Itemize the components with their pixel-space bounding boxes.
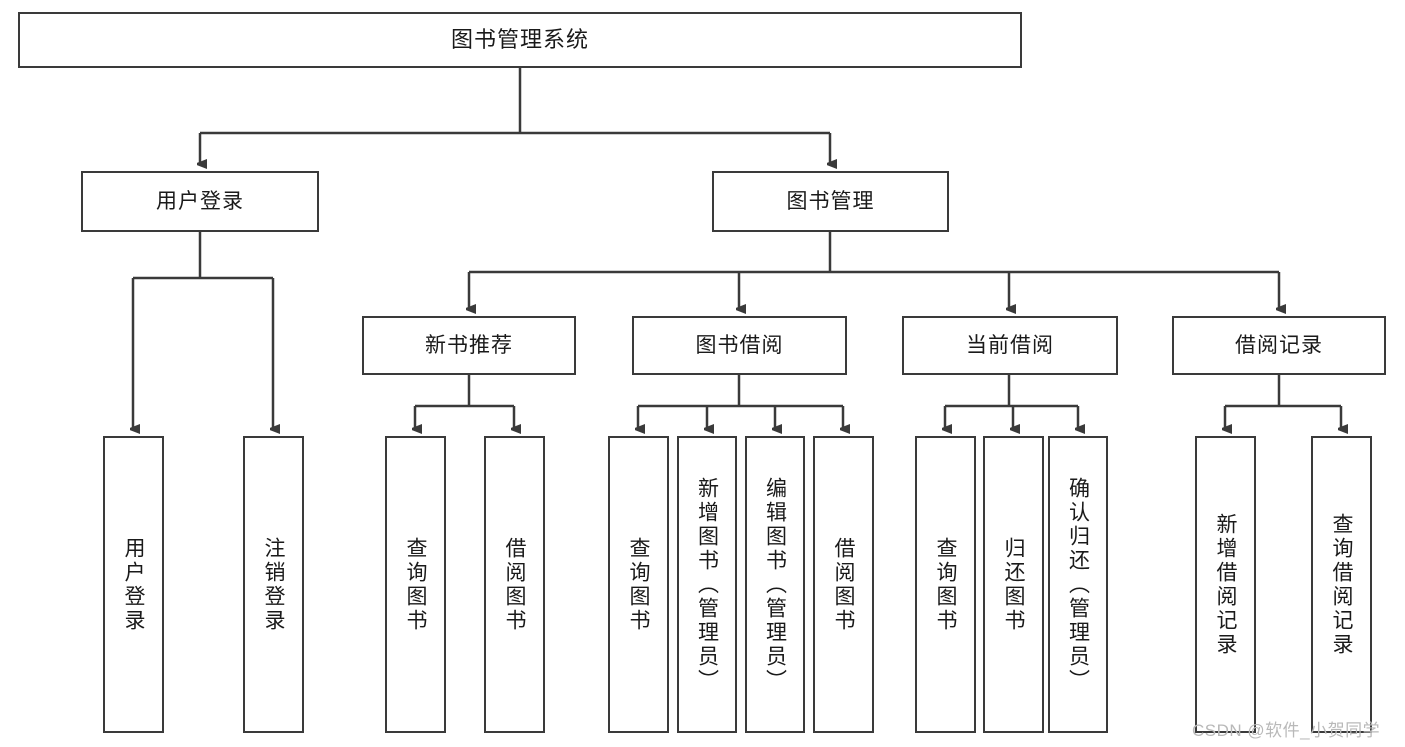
node-book-borrow[interactable]: 图书借阅 bbox=[632, 316, 847, 375]
node-leaf-edit-book[interactable]: 编辑图书（管理员） bbox=[745, 436, 805, 733]
node-leaf-query-record[interactable]: 查询借阅记录 bbox=[1311, 436, 1372, 733]
node-new-book-recommend[interactable]: 新书推荐 bbox=[362, 316, 576, 375]
node-root[interactable]: 图书管理系统 bbox=[18, 12, 1022, 68]
node-leaf-borrow-book-2[interactable]: 借阅图书 bbox=[813, 436, 874, 733]
node-current-borrow[interactable]: 当前借阅 bbox=[902, 316, 1118, 375]
node-leaf-user-login[interactable]: 用户登录 bbox=[103, 436, 164, 733]
node-leaf-add-book[interactable]: 新增图书（管理员） bbox=[677, 436, 737, 733]
node-leaf-query-book-1[interactable]: 查询图书 bbox=[385, 436, 446, 733]
node-borrow-record[interactable]: 借阅记录 bbox=[1172, 316, 1386, 375]
node-leaf-return-book[interactable]: 归还图书 bbox=[983, 436, 1044, 733]
node-user-login[interactable]: 用户登录 bbox=[81, 171, 319, 232]
node-leaf-add-record[interactable]: 新增借阅记录 bbox=[1195, 436, 1256, 733]
node-leaf-query-book-2[interactable]: 查询图书 bbox=[608, 436, 669, 733]
node-leaf-query-book-3[interactable]: 查询图书 bbox=[915, 436, 976, 733]
node-leaf-logout-login[interactable]: 注销登录 bbox=[243, 436, 304, 733]
node-leaf-borrow-book-1[interactable]: 借阅图书 bbox=[484, 436, 545, 733]
csdn-watermark: CSDN @软件_小贺同学 bbox=[1192, 721, 1381, 740]
node-book-management[interactable]: 图书管理 bbox=[712, 171, 949, 232]
node-leaf-confirm-return[interactable]: 确认归还（管理员） bbox=[1048, 436, 1108, 733]
